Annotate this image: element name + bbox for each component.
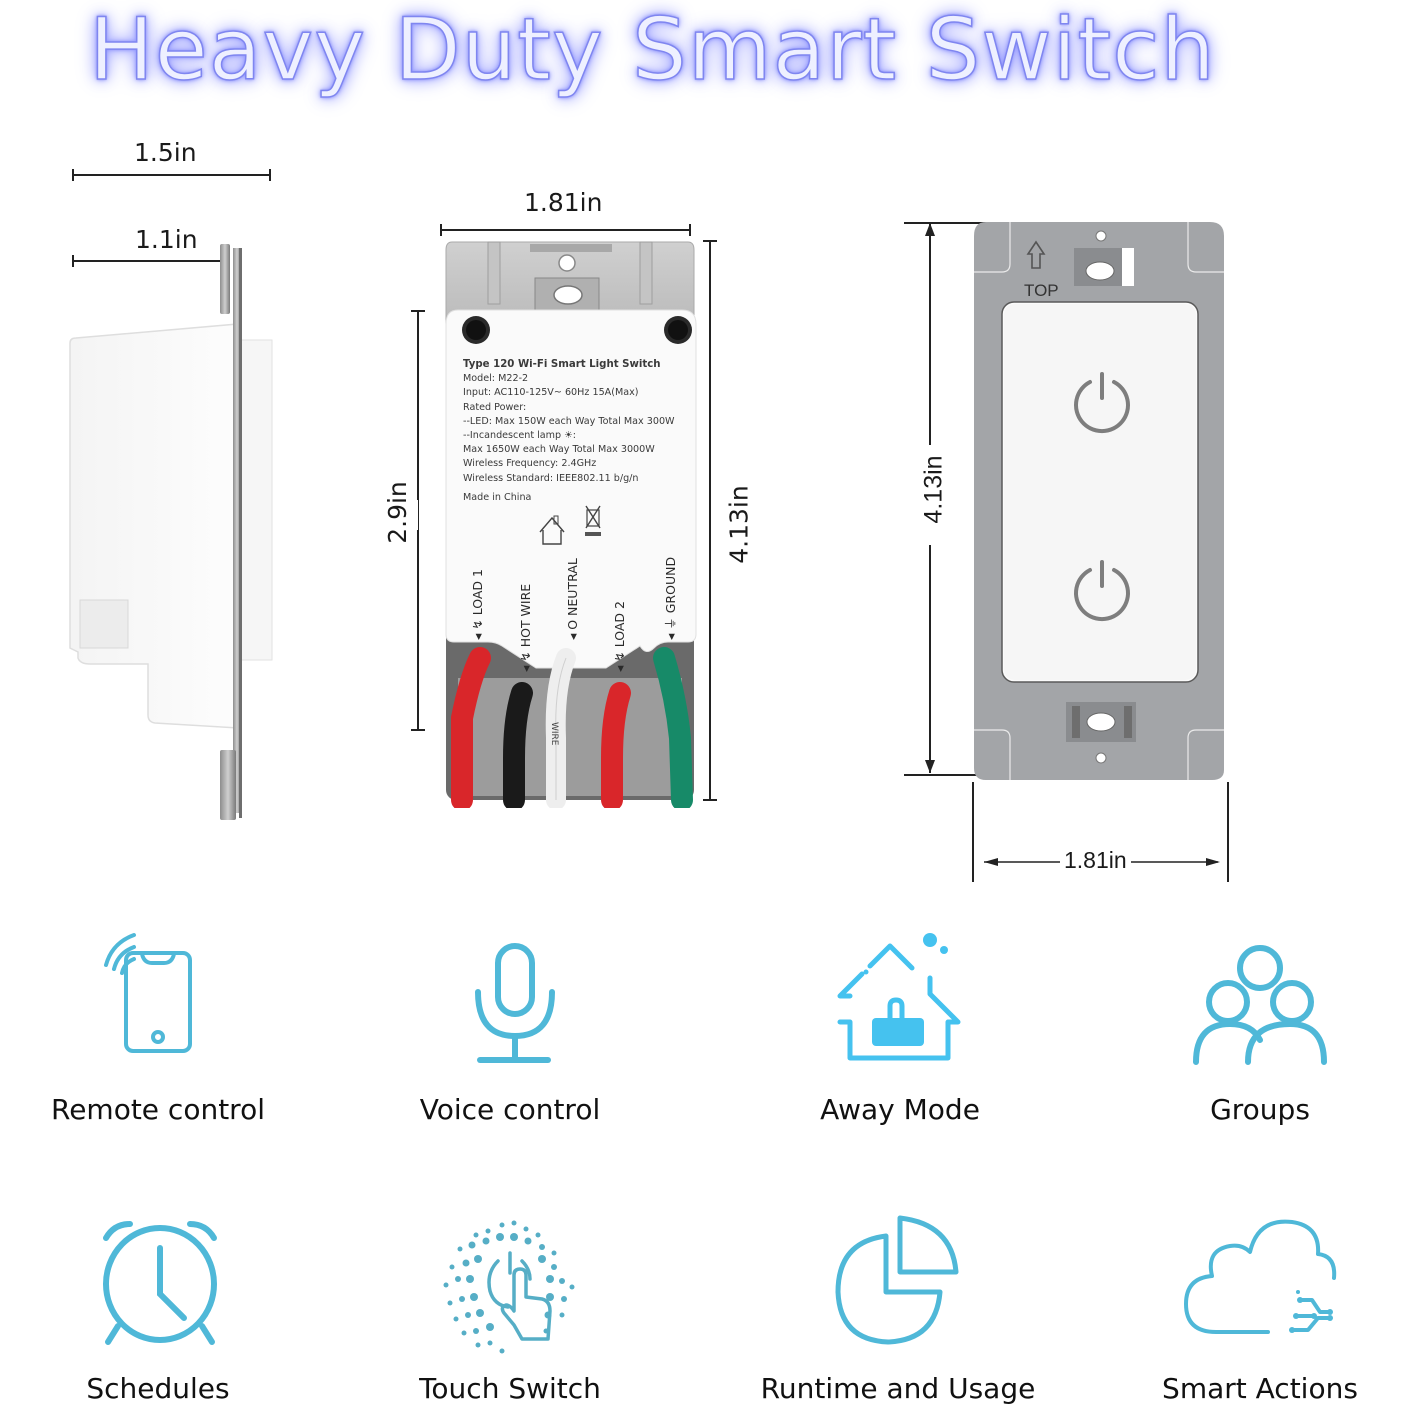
- label-line: --LED: Max 150W each Way Total Max 300W: [463, 415, 675, 427]
- label-line: Model: M22-2: [463, 373, 529, 385]
- cloud-circuit-icon: [1184, 1219, 1337, 1334]
- alarm-clock-icon: [103, 1221, 217, 1345]
- total-height-label: 4.13in: [724, 485, 754, 564]
- top-marker: TOP: [1024, 281, 1059, 300]
- terminal-load-2: ◂ ↯ LOAD 2: [612, 601, 627, 672]
- switch-front-image: TOP: [974, 222, 1224, 780]
- smartphone-wifi-icon: [104, 933, 192, 1053]
- feature-label: Touch Switch: [419, 1372, 601, 1405]
- power-button-2[interactable]: [1070, 558, 1134, 626]
- feature-label: Smart Actions: [1162, 1372, 1358, 1405]
- power-button-1[interactable]: [1070, 370, 1134, 438]
- switch-side-image: [69, 244, 273, 820]
- depth-body-label: 1.1in: [135, 225, 198, 254]
- switch-back-image: WIRE: [445, 241, 697, 808]
- label-line: Rated Power:: [463, 401, 527, 413]
- feature-label: Away Mode: [820, 1093, 980, 1126]
- depth-total-label: 1.5in: [134, 138, 197, 167]
- house-away-icon: [837, 933, 961, 1061]
- terminal-neutral: ◂ O NEUTRAL: [565, 558, 580, 640]
- feature-label: Voice control: [419, 1093, 601, 1126]
- terminal-ground: ◂ ⏚ GROUND: [663, 556, 678, 640]
- label-line: Made in China: [463, 491, 532, 503]
- feature-label: Groups: [1210, 1093, 1310, 1126]
- label-line: Wireless Standard: IEEE802.11 b/g/n: [463, 472, 639, 484]
- terminal-hot-wire: ◂ ↯ HOT WIRE: [518, 583, 533, 672]
- label-line: Wireless Frequency: 2.4GHz: [463, 458, 597, 470]
- body-height-label: 2.9in: [382, 481, 412, 544]
- pie-chart-icon: [835, 1215, 959, 1345]
- front-height-label: 4.13in: [919, 455, 948, 524]
- back-width-label: 1.81in: [524, 188, 603, 217]
- group-people-icon: [1193, 945, 1327, 1065]
- label-line: Type 120 Wi-Fi Smart Light Switch: [463, 359, 661, 370]
- feature-label: Runtime and Usage: [760, 1372, 1036, 1405]
- depth-total-dimension-line: [72, 169, 271, 181]
- label-line: --Incandescent lamp ☀:: [463, 430, 576, 442]
- body-height-dimension-line: [411, 310, 425, 731]
- front-width-label: 1.81in: [1060, 847, 1131, 874]
- feature-label: Schedules: [86, 1372, 230, 1405]
- feature-label: Remote control: [51, 1093, 265, 1126]
- touch-power-icon: [443, 1220, 575, 1354]
- label-line: Max 1650W each Way Total Max 3000W: [463, 444, 655, 456]
- total-height-dimension-line: [703, 240, 717, 801]
- product-label: Type 120 Wi-Fi Smart Light Switch Model:…: [463, 358, 693, 505]
- microphone-icon: [475, 943, 555, 1063]
- back-width-dimension-line: [440, 224, 691, 236]
- wire-print: WIRE: [549, 722, 559, 746]
- label-line: Input: AC110-125V~ 60Hz 15A(Max): [463, 387, 639, 399]
- terminal-load-1: ◂ ↯ LOAD 1: [470, 569, 485, 640]
- page-title: Heavy Duty Smart Switch: [88, 0, 1216, 100]
